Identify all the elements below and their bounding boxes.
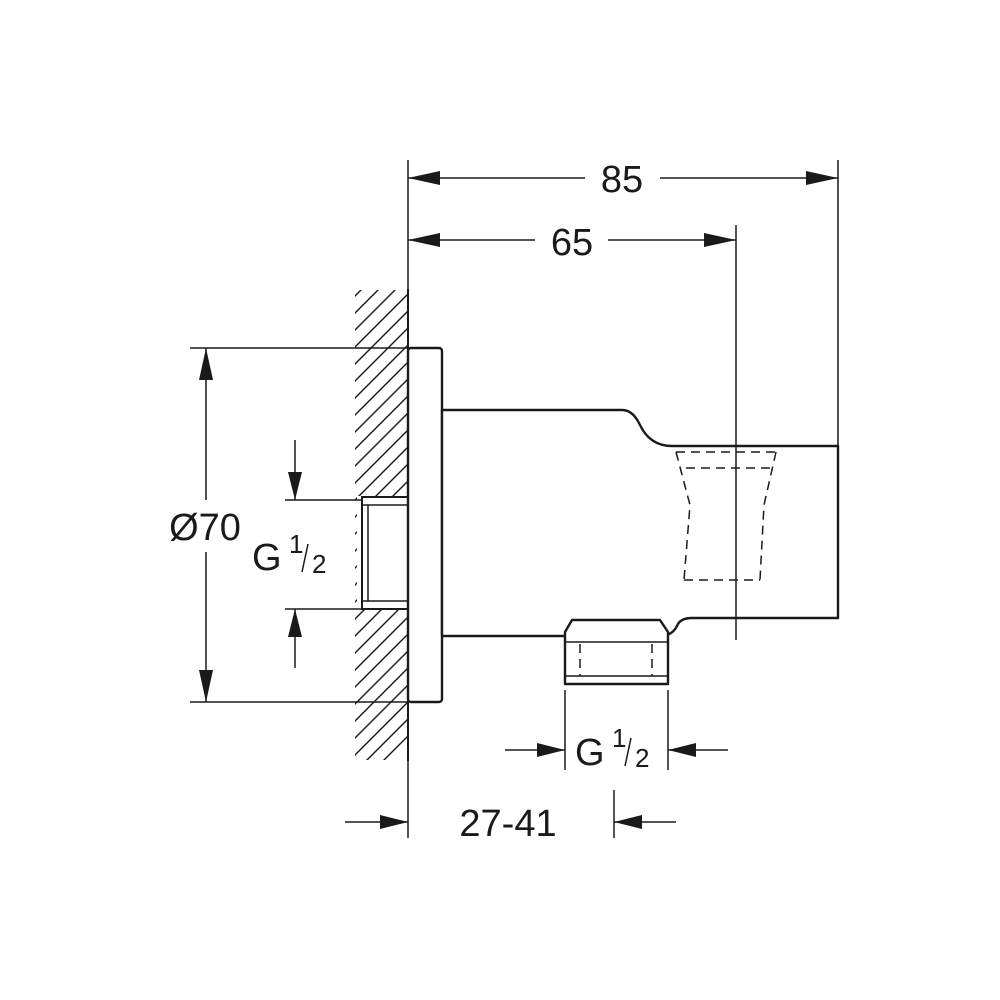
hatch-line [350,224,410,284]
dimension-overall-length: 85 [408,159,838,201]
dimension-label-diameter: Ø70 [169,507,241,549]
hatch-line [355,684,408,739]
hatch-line [355,412,408,467]
hatch-line [355,701,408,756]
dimension-outlet-center: 65 [408,222,736,264]
hatch-line [355,290,396,331]
outlet-thread-numerator: 1 [612,723,626,753]
hatch-line [355,446,408,501]
hatch-line [355,361,408,416]
dimension-outlet-thread: G 1 2 [505,723,728,774]
hatch-line [355,633,408,688]
elbow-body [440,408,840,638]
inlet-thread-g: G [252,537,282,579]
dimension-inlet-thread: G 1 2 [252,440,326,668]
wall-hatching [350,190,410,760]
dimension-label-85: 85 [601,159,643,201]
hatch-line [350,207,410,267]
hatch-line [355,429,408,484]
dimension-label-65: 65 [551,222,593,264]
hatch-line [355,344,408,399]
hatch-line [355,378,408,433]
inlet-thread-denominator: 2 [312,549,326,579]
extension-lines [190,160,839,838]
hatch-line [366,718,408,760]
wall-flange [406,346,444,704]
hatch-line [355,395,408,450]
dimension-wall-range: 27-41 [345,803,676,845]
hidden-holder-cavity [675,451,777,581]
hatch-line [355,650,408,705]
hatch-line [355,290,362,297]
dimension-label-wall-range: 27-41 [459,803,556,845]
hatch-line [355,616,408,671]
hatch-line [355,290,379,314]
outlet-thread-g: G [575,732,605,774]
hatch-line [355,327,408,382]
dimension-diameter: Ø70 [169,348,241,702]
hatch-line [355,293,408,348]
outlet-nipple [563,618,670,686]
hatch-line [383,735,408,760]
inlet-thread-numerator: 1 [289,529,303,559]
inlet-nipple [357,496,409,610]
outlet-thread-denominator: 2 [635,743,649,773]
hatch-line [355,667,408,722]
wall-section [350,190,410,761]
hatch-line [355,310,408,365]
hatch-line [350,190,410,250]
